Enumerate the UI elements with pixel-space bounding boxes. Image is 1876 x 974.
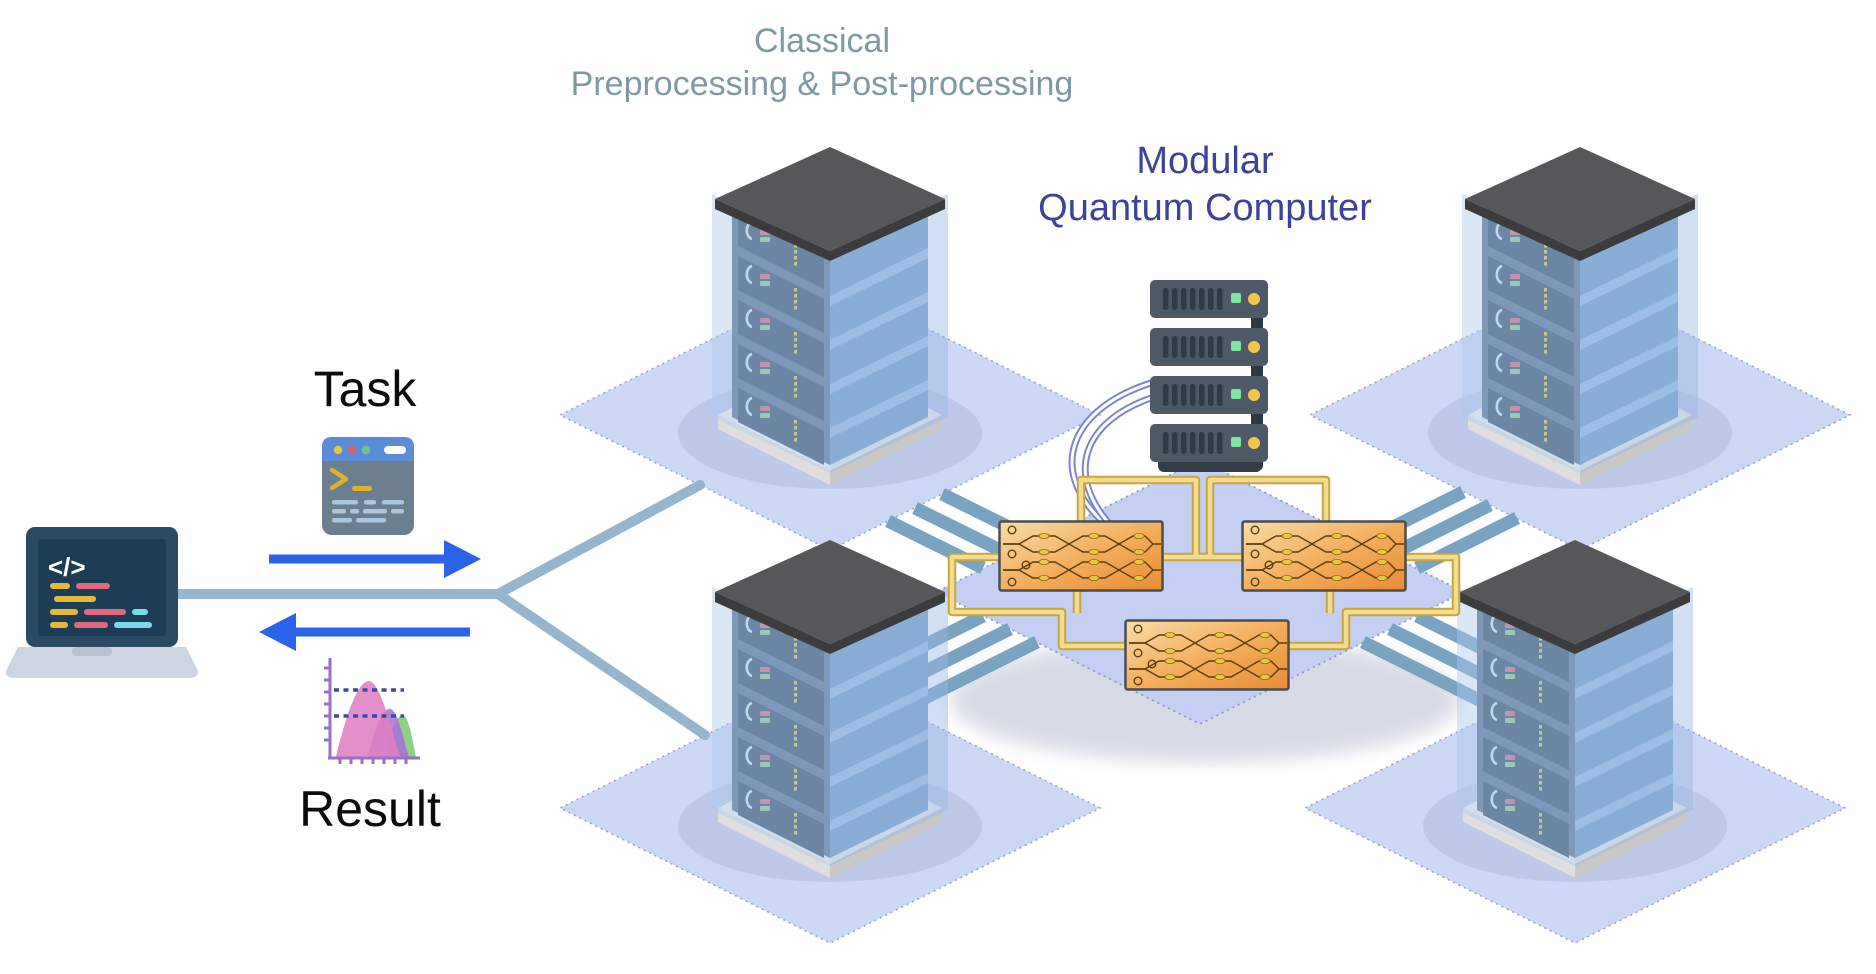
task-label: Task (313, 361, 417, 417)
led-amber (1248, 293, 1260, 305)
led-green (1231, 341, 1241, 351)
result-chart-icon (324, 658, 420, 764)
led-green (1231, 389, 1241, 399)
server-tower-top-left (676, 145, 984, 491)
quantum-rack-units (1150, 280, 1268, 462)
led-amber (1248, 437, 1260, 449)
led-green (1231, 437, 1241, 447)
modular-quantum-computer-title: Modular Quantum Computer (1005, 138, 1405, 232)
terminal-icon (322, 437, 414, 535)
code-icon: </> (48, 552, 86, 582)
server-tower-bottom-right (1421, 538, 1729, 884)
quantum-rack (1150, 280, 1268, 472)
server-tower-top-right (1426, 145, 1734, 491)
client-laptop: </> (5, 527, 199, 678)
led-green (1231, 293, 1241, 303)
classical-processing-title: Classical Preprocessing & Post-processin… (422, 20, 1222, 106)
quantum-title-line1: Modular (1136, 140, 1274, 182)
photonic-chip-left (998, 520, 1164, 592)
chip-interconnect-wires (947, 475, 1461, 651)
photonic-chip-bottom (1124, 619, 1290, 691)
photonic-chip-right (1241, 520, 1407, 592)
result-arrow (259, 613, 470, 651)
task-arrow (269, 540, 481, 578)
code-lines (50, 583, 152, 628)
classical-title-line1: Classical (753, 22, 891, 60)
result-label: Result (299, 781, 441, 837)
client-link-fork (95, 480, 710, 740)
server-tower-bottom-left (676, 538, 984, 884)
led-amber (1248, 341, 1260, 353)
classical-title-line2: Preprocessing & Post-processing (570, 65, 1074, 103)
quantum-title-line2: Quantum Computer (1038, 187, 1372, 229)
led-amber (1248, 389, 1260, 401)
